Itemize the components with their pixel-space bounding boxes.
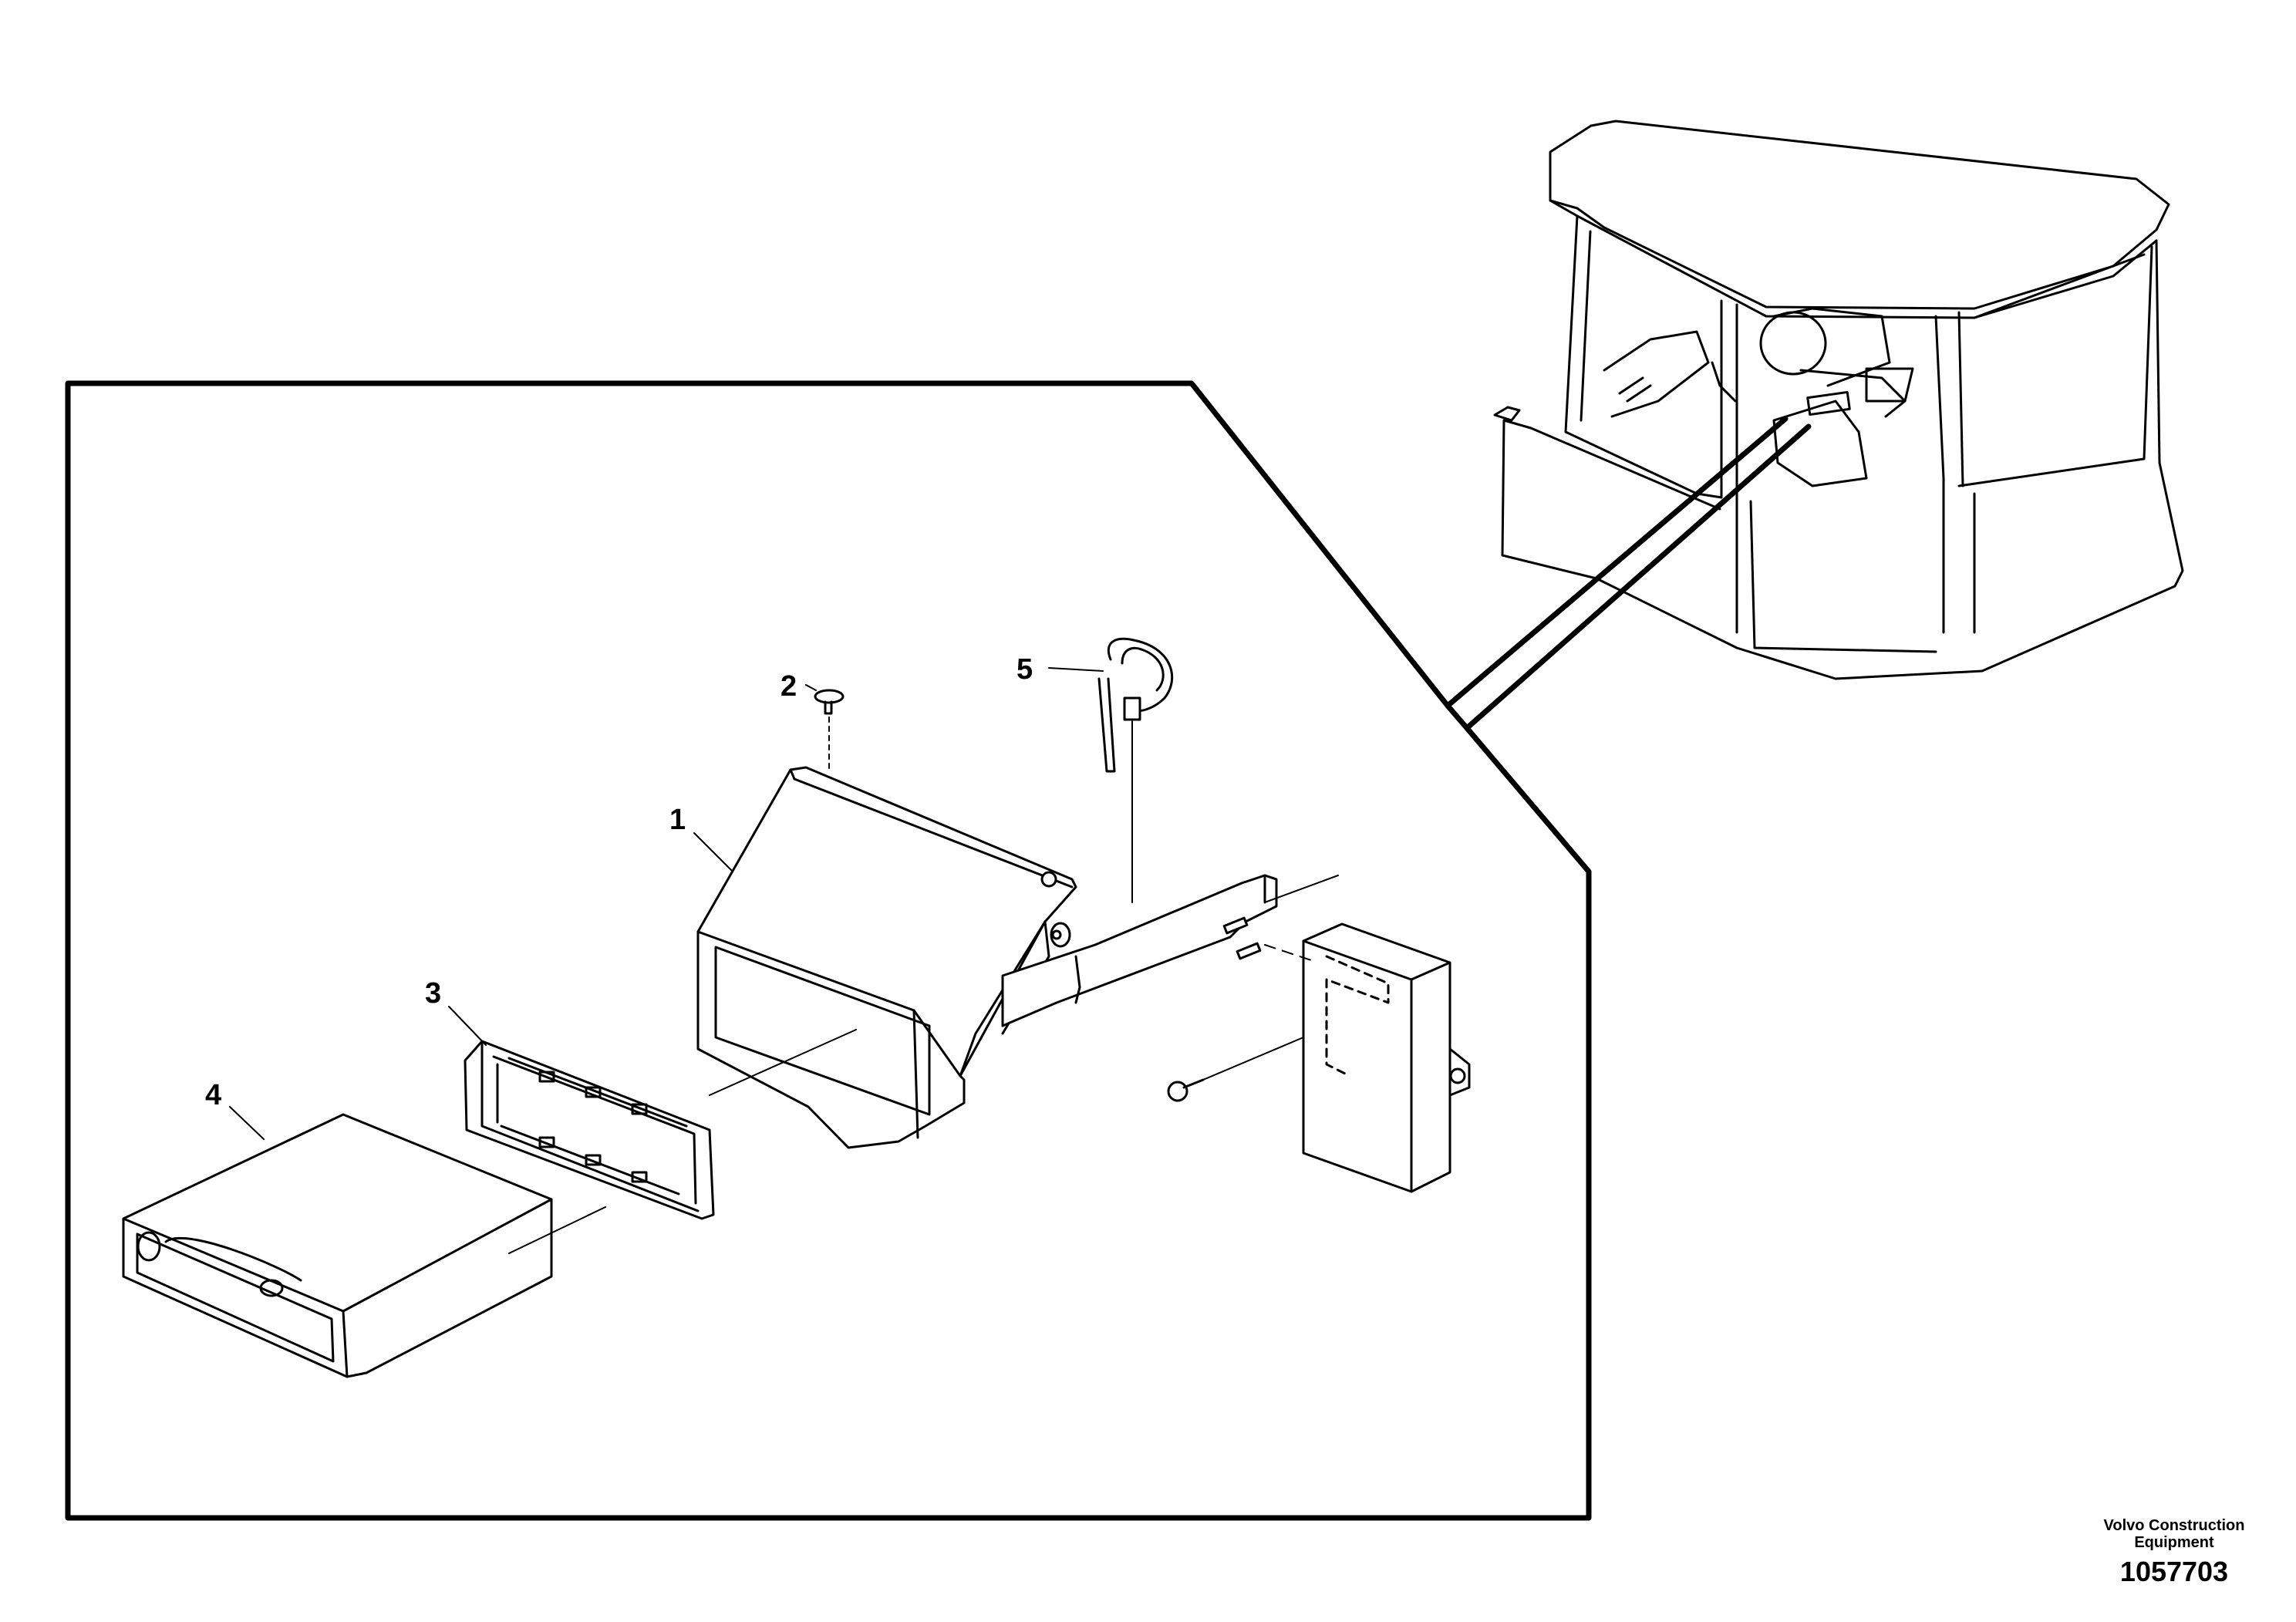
drawing-number: 1057703 (2120, 1556, 2228, 1587)
callout-3: 3 (425, 977, 441, 1010)
part-3-mounting-cage (464, 1040, 715, 1220)
part-4-radio-unit (122, 1113, 553, 1378)
detail-leader-lines (1445, 416, 1812, 731)
assembly-lines (508, 875, 1339, 1254)
bolt (1167, 1037, 1304, 1102)
phantom-control-unit (1264, 922, 1471, 1193)
detail-frame (65, 380, 1592, 1521)
callout-2: 2 (781, 670, 797, 703)
callout-1: 1 (669, 804, 686, 836)
company-name-line1: Volvo Construction (2104, 1517, 2245, 1534)
company-name-line2: Equipment (2134, 1534, 2214, 1551)
part-2-screw (814, 689, 845, 772)
part-1-radio-housing (696, 766, 1278, 1149)
callout-5: 5 (1017, 653, 1033, 686)
part-5-cable-tie (1097, 637, 1174, 903)
cab-overview (1493, 120, 2184, 680)
callout-4: 4 (205, 1079, 221, 1111)
callout-leaders (229, 667, 1104, 1140)
